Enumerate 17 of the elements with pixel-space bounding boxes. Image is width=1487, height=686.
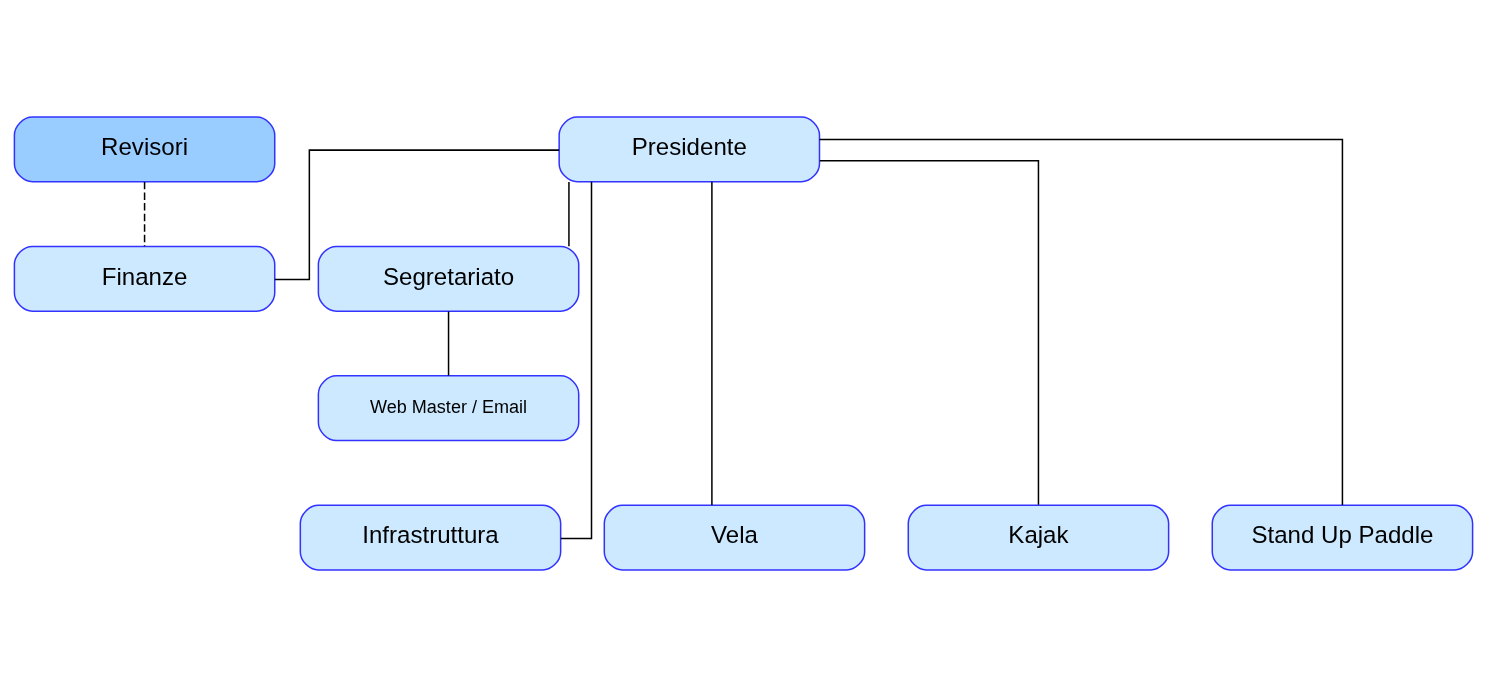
node-box: Vela xyxy=(603,504,866,571)
node-box: Finanze xyxy=(13,245,276,312)
node-box: Stand Up Paddle xyxy=(1211,504,1474,571)
node-box: Revisori xyxy=(13,115,276,182)
connector xyxy=(143,180,146,247)
node-box: Segretariato xyxy=(317,245,580,312)
connector xyxy=(568,180,570,247)
connector xyxy=(274,148,560,280)
connector xyxy=(560,180,593,539)
node-box: Presidente xyxy=(558,115,821,182)
connector xyxy=(447,310,450,376)
node-box: Infrastruttura xyxy=(299,504,562,571)
connector xyxy=(711,180,713,506)
connector xyxy=(818,138,1344,506)
node-box: Web Master / Email xyxy=(317,374,580,441)
connector xyxy=(819,159,1040,506)
node-box: Kajak xyxy=(907,504,1170,571)
